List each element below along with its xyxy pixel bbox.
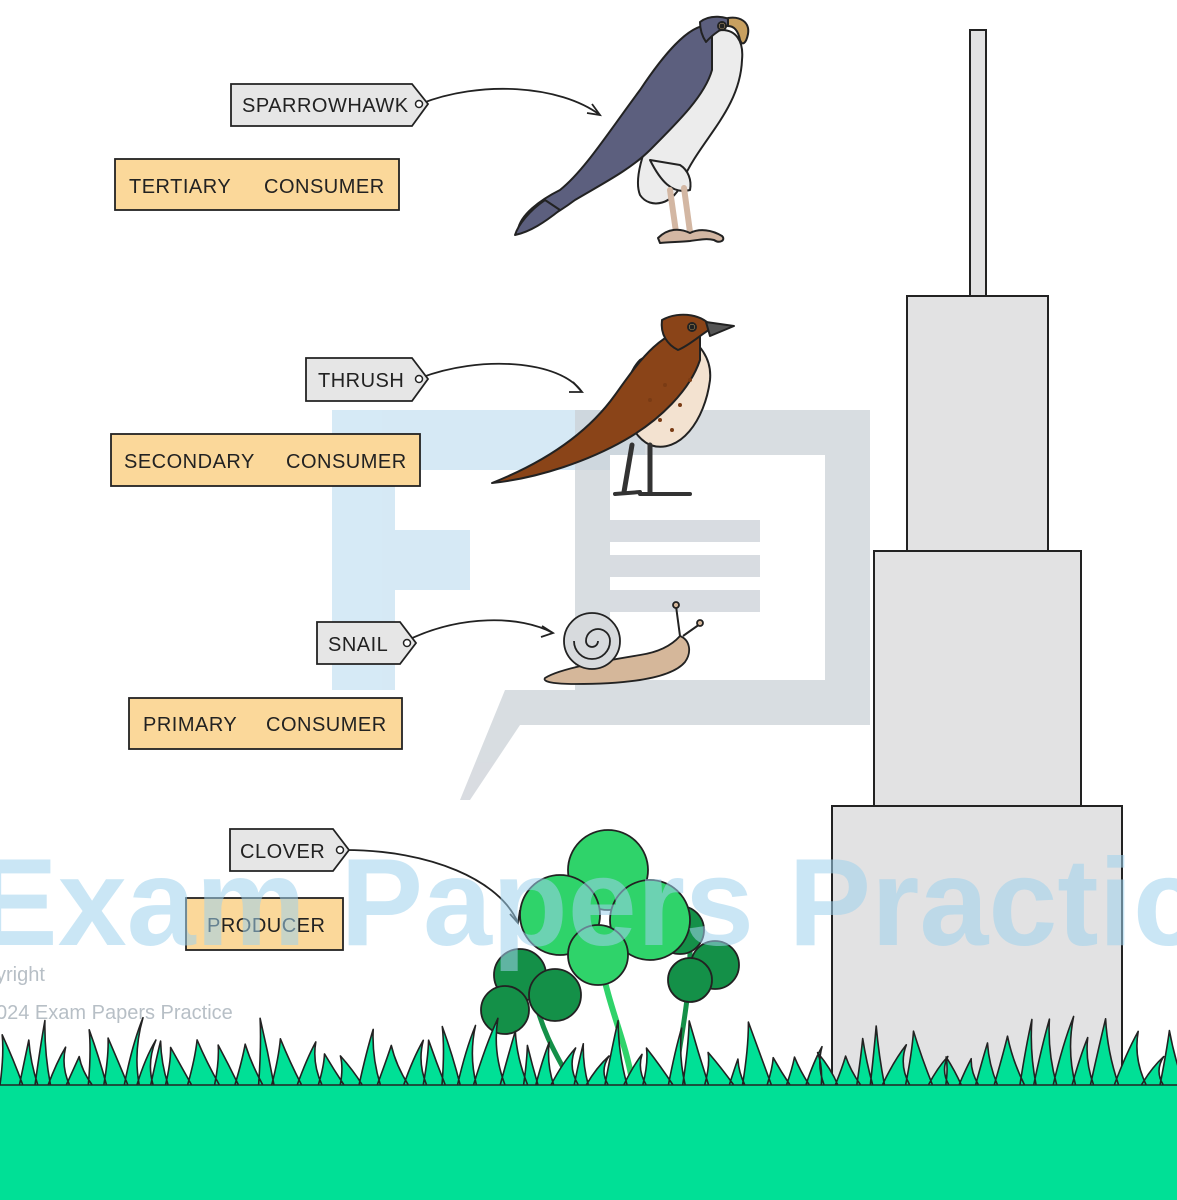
pyramid-of-numbers — [831, 29, 1123, 1107]
tag-thrush: THRUSH — [305, 357, 430, 402]
clover-illustration — [480, 829, 740, 1092]
role-word: CONSUMER — [264, 176, 385, 198]
role-word: CONSUMER — [266, 714, 387, 736]
grass — [0, 1015, 1177, 1200]
role-box-secondary: SECONDARY CONSUMER — [110, 433, 421, 487]
role-word: CONSUMER — [286, 451, 407, 473]
arrows — [344, 87, 602, 926]
arrow-clover — [344, 849, 519, 924]
role-box-primary: PRIMARY CONSUMER — [128, 697, 403, 750]
pyramid-bar-primary — [873, 550, 1082, 807]
watermark-brand: Exam Papers Practice — [0, 834, 1177, 972]
role-word: TERTIARY — [129, 176, 231, 198]
watermark-text: Exam Papers Practice yright 024 Exam Pap… — [0, 834, 1177, 1024]
role-word: PRODUCER — [207, 915, 325, 937]
pyramid-bar-secondary — [906, 295, 1049, 552]
tag-label: SNAIL — [328, 634, 388, 656]
tag-clover: CLOVER — [229, 828, 351, 872]
sparrowhawk-illustration — [514, 15, 750, 244]
tag-sparrowhawk: SPARROWHAWK — [230, 83, 430, 127]
tag-snail: SNAIL — [316, 621, 418, 665]
arrow-sparrowhawk — [419, 87, 601, 116]
arrow-snail — [407, 619, 554, 641]
role-word: PRIMARY — [143, 714, 237, 736]
snail-illustration — [543, 601, 704, 685]
thrush-illustration — [491, 313, 735, 496]
tag-label: THRUSH — [318, 370, 404, 392]
arrow-thrush — [419, 362, 583, 393]
role-word: SECONDARY — [124, 451, 255, 473]
role-box-tertiary: TERTIARY CONSUMER — [114, 158, 400, 211]
tag-label: CLOVER — [240, 841, 325, 863]
watermark-copyright-2: 024 Exam Papers Practice — [0, 1002, 233, 1024]
watermark-copyright-1: yright — [0, 964, 45, 986]
pyramid-bar-tertiary — [969, 29, 987, 297]
role-box-producer: PRODUCER — [185, 897, 344, 951]
tag-label: SPARROWHAWK — [242, 95, 409, 117]
